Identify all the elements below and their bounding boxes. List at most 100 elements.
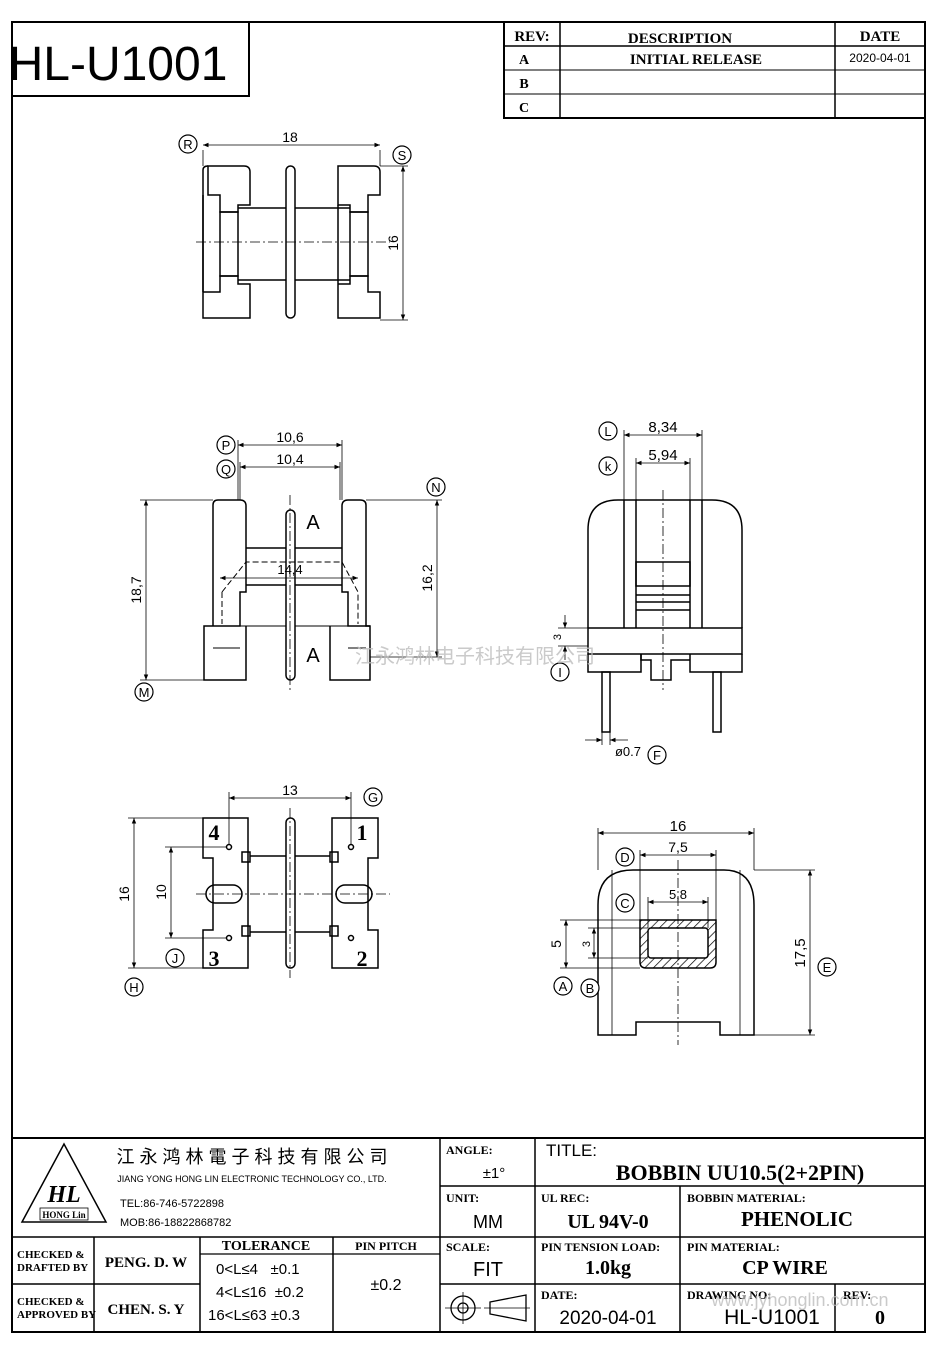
tolerance-row-2: 4<L≤16 ±0.2 xyxy=(216,1284,304,1301)
side-view-dims xyxy=(558,430,703,745)
svg-text:P: P xyxy=(222,438,231,453)
dim-section-inner: 5,8 xyxy=(669,887,687,902)
dim-section-mid: 7,5 xyxy=(668,839,688,855)
scale-value: FIT xyxy=(473,1259,503,1281)
section-mark-top: A xyxy=(306,512,320,534)
dim-section-height: 17,5 xyxy=(792,938,809,967)
dim-bottom-height: 16 xyxy=(116,886,132,902)
balloon-r: R xyxy=(178,134,198,154)
description-header: DESCRIPTION xyxy=(628,31,732,47)
company-name-cn: 江 永 鸿 林 電 子 科 技 有 限 公 司 xyxy=(116,1147,387,1167)
dim-section-width: 16 xyxy=(670,818,687,835)
title-block xyxy=(12,1137,925,1332)
dim-front-left-height: 18,7 xyxy=(128,576,144,603)
rev-row-a: A xyxy=(519,53,530,68)
balloon-p: P xyxy=(216,435,236,455)
angle-value: ±1° xyxy=(483,1165,506,1182)
balloon-f: F xyxy=(647,745,667,765)
part-number-box: HL-U1001 xyxy=(9,21,250,97)
balloon-g: G xyxy=(363,787,383,807)
dim-top-width: 18 xyxy=(282,129,298,145)
pin-1: 1 xyxy=(357,820,368,845)
svg-text:A: A xyxy=(559,979,568,994)
balloon-l: L xyxy=(598,421,618,441)
dim-side-pin-dia: ø0.7 xyxy=(615,744,641,759)
watermark-cn: 江永鸿林电子科技有限公司 xyxy=(355,645,595,668)
date-value: 2020-04-01 xyxy=(559,1308,656,1329)
dim-front-top1: 10,6 xyxy=(276,429,303,445)
pin-tension-label: PIN TENSION LOAD: xyxy=(541,1240,660,1254)
pin-3: 3 xyxy=(209,946,220,971)
svg-text:HONG Lin: HONG Lin xyxy=(42,1210,85,1220)
unit-label: UNIT: xyxy=(446,1191,479,1205)
rev-row-c: C xyxy=(519,101,529,116)
dim-top-height: 16 xyxy=(385,235,401,251)
bobbin-material-label: BOBBIN MATERIAL: xyxy=(687,1191,806,1205)
rev-row-a-desc: INITIAL RELEASE xyxy=(630,52,762,68)
rev-label: REV: xyxy=(843,1288,871,1302)
svg-text:C: C xyxy=(620,896,629,911)
bottom-view-dims xyxy=(128,792,352,969)
balloon-b: B xyxy=(580,978,600,998)
side-view xyxy=(587,490,743,733)
drawing-no-value: HL-U1001 xyxy=(724,1306,820,1329)
svg-text:G: G xyxy=(368,790,378,805)
pin-2: 2 xyxy=(357,946,368,971)
svg-text:S: S xyxy=(398,148,407,163)
front-view-dims xyxy=(140,440,442,681)
dim-front-right-height: 16,2 xyxy=(419,564,435,591)
checked-approved-label-2: APPROVED BY xyxy=(17,1309,96,1321)
pin-material-label: PIN MATERIAL: xyxy=(687,1240,780,1254)
svg-text:M: M xyxy=(139,685,150,700)
pin-tension-value: 1.0kg xyxy=(585,1257,631,1279)
dim-bottom-pitch: 10 xyxy=(153,884,169,900)
angle-label: ANGLE: xyxy=(446,1143,493,1157)
pin-pitch-value: ±0.2 xyxy=(370,1277,401,1294)
balloon-c: C xyxy=(615,893,635,913)
company-name-en: JIANG YONG HONG LIN ELECTRONIC TECHNOLOG… xyxy=(117,1174,386,1184)
rev-header: REV: xyxy=(514,29,549,45)
balloon-d: D xyxy=(615,847,635,867)
projection-symbol-icon xyxy=(445,1292,530,1324)
rev-row-a-date: 2020-04-01 xyxy=(849,51,911,65)
dim-section-small-h: 3 xyxy=(581,941,593,947)
checked-drafted-label-2: DRAFTED BY xyxy=(17,1262,88,1274)
top-view-dims xyxy=(202,142,408,321)
balloon-m: M xyxy=(134,682,154,702)
bobbin-material-value: PHENOLIC xyxy=(741,1207,853,1231)
drawing-border xyxy=(11,21,926,1333)
dim-bottom-top: 13 xyxy=(282,782,298,798)
tolerance-row-3: 16<L≤63 ±0.3 xyxy=(208,1307,300,1324)
balloon-k: k xyxy=(598,456,618,476)
part-number: HL-U1001 xyxy=(9,38,228,91)
date-label: DATE: xyxy=(541,1288,577,1302)
watermark-url: www.jyhonglin.com.cn xyxy=(710,1290,888,1310)
balloon-n: N xyxy=(426,477,446,497)
svg-text:R: R xyxy=(183,137,192,152)
rev-row-b: B xyxy=(519,77,528,92)
front-view xyxy=(203,495,371,690)
dim-front-inner: 14,4 xyxy=(277,562,302,577)
company-mob: MOB:86-18822868782 xyxy=(120,1217,231,1229)
svg-text:L: L xyxy=(604,424,611,439)
tolerance-row-1: 0<L≤4 ±0.1 xyxy=(216,1261,300,1278)
dim-side-top2: 5,94 xyxy=(648,447,677,464)
balloon-h: H xyxy=(124,977,144,997)
svg-text:Q: Q xyxy=(221,462,231,477)
company-logo: HL HONG Lin xyxy=(20,1142,108,1223)
drafted-by: PENG. D. W xyxy=(105,1255,187,1271)
checked-drafted-label-1: CHECKED & xyxy=(17,1249,85,1261)
date-header: DATE xyxy=(860,29,901,45)
top-view xyxy=(196,165,390,319)
dim-section-left-h: 5 xyxy=(548,940,564,948)
svg-text:N: N xyxy=(431,480,440,495)
section-view xyxy=(597,860,755,1045)
balloon-e: E xyxy=(817,957,837,977)
dim-side-small: 3 xyxy=(552,634,564,640)
balloon-i: I xyxy=(550,662,570,682)
revision-table: REV: DESCRIPTION DATE A INITIAL RELEASE … xyxy=(503,21,926,119)
company-tel: TEL:86-746-5722898 xyxy=(120,1198,224,1210)
svg-text:J: J xyxy=(172,951,179,966)
balloon-q: Q xyxy=(216,459,236,479)
